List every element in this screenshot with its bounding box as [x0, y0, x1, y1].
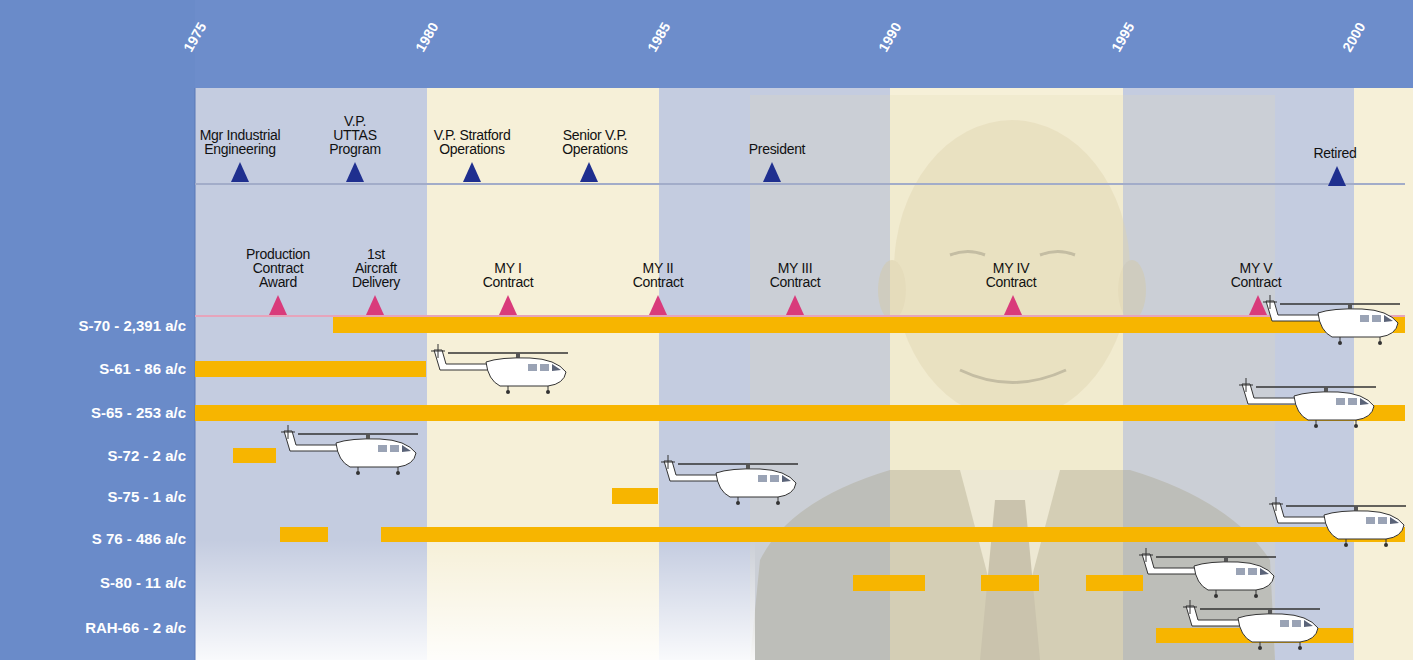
row-label: S-61 - 86 a/c [99, 361, 186, 376]
row-label: S-80 - 11 a/c [100, 575, 186, 590]
milestone-label: MY IV Contract [979, 261, 1043, 289]
milestone-label: MY I Contract [476, 261, 540, 289]
milestone-label: Senior V.P. Operations [551, 128, 639, 156]
year-label: 1980 [413, 20, 441, 54]
milestone-label: President [732, 142, 822, 156]
year-label: 2000 [1340, 20, 1368, 54]
milestone-label: V.P. UTTAS Program [324, 114, 386, 156]
milestone-label: Mgr Industrial Engineering [194, 128, 286, 156]
milestone-label: Retired [1295, 146, 1375, 160]
row-label: S-75 - 1 a/c [108, 489, 186, 504]
year-label: 1995 [1109, 20, 1137, 54]
milestone-label: MY II Contract [626, 261, 690, 289]
milestone-label: MY V Contract [1224, 261, 1288, 289]
milestone-label: 1st Aircraft Delivery [345, 247, 407, 289]
row-label: RAH-66 - 2 a/c [85, 620, 186, 635]
year-label: 1985 [645, 20, 673, 54]
year-label: 1975 [181, 20, 209, 54]
milestone-label: Production Contract Award [237, 247, 319, 289]
row-label: S-70 - 2,391 a/c [78, 318, 186, 333]
year-label: 1990 [876, 20, 904, 54]
row-label: S-72 - 2 a/c [108, 448, 186, 463]
row-label: S 76 - 486 a/c [92, 531, 186, 546]
row-label: S-65 - 253 a/c [91, 405, 186, 420]
milestone-label: MY III Contract [763, 261, 827, 289]
milestone-label: V.P. Stratford Operations [433, 128, 511, 156]
